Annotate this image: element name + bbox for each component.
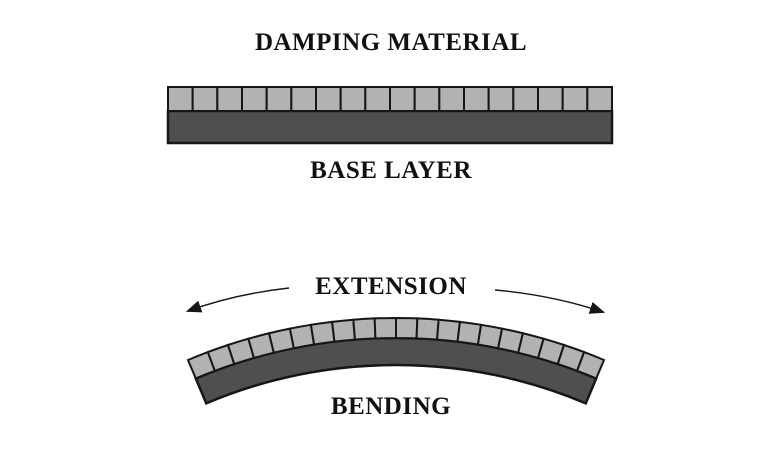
damping-cell (463, 86, 490, 112)
damping-cell (167, 86, 194, 112)
damping-cell (415, 317, 440, 341)
damping-cell (389, 86, 416, 112)
extension-arrows (185, 287, 606, 314)
damping-cell (315, 86, 342, 112)
damping-cell (537, 86, 564, 112)
damping-cell (438, 86, 466, 112)
damping-cell (395, 316, 419, 340)
curved-beam (186, 316, 606, 405)
damping-cell (288, 323, 316, 350)
damping-cell (413, 86, 441, 112)
damping-cell (191, 86, 219, 112)
damping-cell (290, 86, 318, 112)
flat-base-layer (166, 109, 614, 145)
damping-cell (575, 350, 606, 380)
damping-cell (436, 318, 462, 343)
damping-cell (364, 86, 392, 112)
flat-damping-layer (167, 86, 613, 112)
damping-material-label: DAMPING MATERIAL (254, 29, 528, 56)
damping-cell (216, 86, 243, 112)
extension-arrow-right-icon (494, 289, 606, 314)
damping-cell (487, 86, 515, 112)
bending-label: BENDING (330, 393, 452, 420)
damping-cell (241, 86, 268, 112)
extension-arrow-left-icon (185, 287, 290, 313)
extension-label: EXTENSION (315, 273, 467, 300)
damping-cell (561, 86, 589, 112)
base-layer-bar (166, 109, 614, 145)
curved-damping-layer (186, 316, 606, 380)
damping-cell (265, 86, 293, 112)
damping-cell (586, 86, 613, 112)
base-layer-label: BASE LAYER (310, 157, 472, 184)
damping-cell (309, 320, 336, 346)
damping-cell (512, 86, 539, 112)
damping-cell (330, 318, 356, 343)
flat-beam (166, 86, 614, 145)
damping-cell (339, 86, 367, 112)
damping-cell (373, 316, 397, 340)
damping-cell (352, 317, 377, 341)
